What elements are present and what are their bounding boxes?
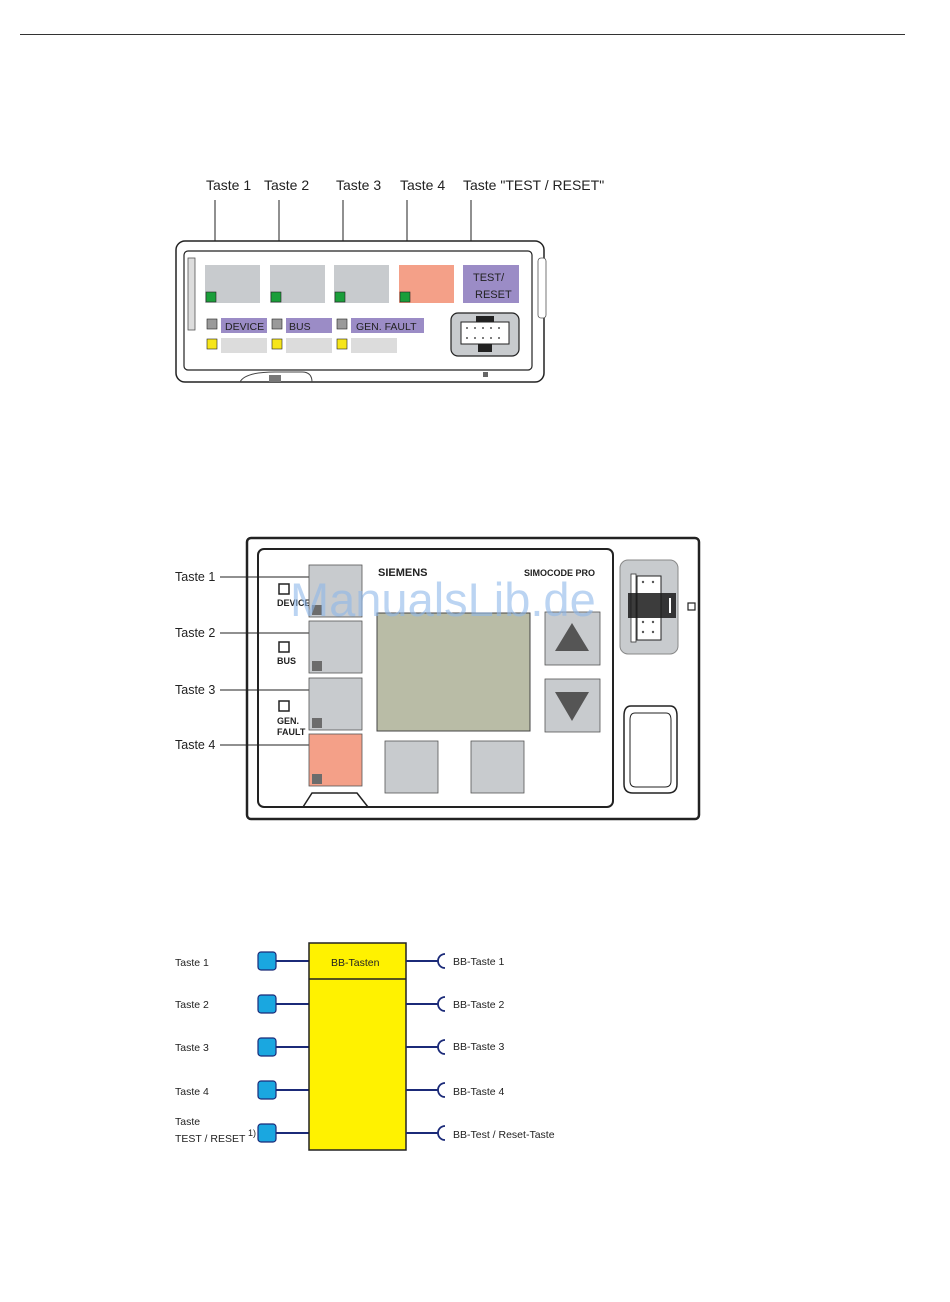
yellow-led-2: [271, 338, 283, 350]
left-rail: [187, 257, 196, 331]
bottom-marker: [483, 372, 488, 377]
input-label-taste-5-line2: TEST / RESET: [175, 1133, 246, 1145]
softkey-left[interactable]: [384, 740, 439, 794]
panel-bottom-tab: [302, 792, 369, 808]
label-cutout-outer: [623, 705, 678, 794]
output-label-3: BB-Taste 3: [453, 1041, 505, 1053]
key-test-reset[interactable]: [463, 265, 519, 303]
gen-fault-label-fig2-line1: GEN.: [277, 716, 299, 726]
product-label: SIMOCODE PRO: [524, 568, 595, 578]
output-label-1: BB-Taste 1: [453, 956, 505, 968]
watermark: ManualsLib.de: [290, 573, 596, 626]
key-2-led: [270, 291, 282, 303]
output-label-5: BB-Test / Reset-Taste: [453, 1129, 555, 1141]
output-socket-2[interactable]: [437, 996, 446, 1012]
fig2-key-1-led: [312, 605, 322, 615]
fig2-callout-taste-3: Taste 3: [175, 683, 215, 697]
arrow-up-icon: [555, 623, 589, 651]
input-connector-4[interactable]: [257, 1080, 277, 1100]
right-clip: [537, 257, 547, 319]
input-connector-3[interactable]: [257, 1037, 277, 1057]
fig2-callout-taste-4: Taste 4: [175, 738, 215, 752]
fig2-callout-taste-1: Taste 1: [175, 570, 215, 584]
arrow-down-icon: [555, 692, 589, 721]
input-connector-5[interactable]: [257, 1123, 277, 1143]
lcd-display: [376, 612, 531, 732]
device-label-box: [221, 318, 267, 333]
figure2-operator-panel: SIEMENS SIMOCODE PRO Taste 1 Taste 2 Tas…: [175, 536, 701, 821]
input-lines: [276, 960, 309, 1134]
bus-led-outline: [278, 641, 290, 653]
bottom-tab: [239, 371, 313, 383]
yellow-label-box-1: [221, 338, 267, 353]
key-1-led: [205, 291, 217, 303]
gen-fault-label-fig2-line2: FAULT: [277, 727, 306, 737]
callout-taste-2: Taste 2: [264, 177, 309, 193]
yellow-led-1: [206, 338, 218, 350]
callout-taste-1: Taste 1: [206, 177, 251, 193]
input-label-taste-4: Taste 4: [175, 1086, 209, 1098]
interface-pins: [641, 580, 655, 634]
test-reset-label-1: TEST/: [473, 272, 505, 284]
callout-taste-test-reset: Taste "TEST / RESET": [463, 177, 604, 193]
bus-led: [271, 318, 283, 330]
footnote-mark: 1): [248, 1128, 256, 1138]
callout-taste-4: Taste 4: [400, 177, 445, 193]
output-socket-5[interactable]: [437, 1125, 446, 1141]
output-label-2: BB-Taste 2: [453, 999, 505, 1011]
figure3-function-block: Taste 1 Taste 2 Taste 3 Taste 4 Taste TE…: [175, 942, 555, 1151]
system-interface-connector[interactable]: [450, 312, 520, 357]
test-reset-label-2: RESET: [475, 289, 512, 301]
fig2-key-4-led: [312, 774, 322, 784]
fig2-callout-taste-2: Taste 2: [175, 626, 215, 640]
device-label: DEVICE: [225, 321, 264, 333]
key-leds: [205, 291, 411, 303]
device-led-outline: [278, 583, 290, 595]
fig2-key-3-led: [312, 718, 322, 728]
gen-fault-label-box: [351, 318, 424, 333]
softkey-right[interactable]: [470, 740, 525, 794]
interface-latch: [628, 593, 676, 618]
bottom-tab-slot: [269, 375, 281, 382]
device-led: [206, 318, 218, 330]
page-top-rule: [20, 34, 905, 35]
yellow-label-box-3: [351, 338, 397, 353]
key-4-led: [399, 291, 411, 303]
output-label-4: BB-Taste 4: [453, 1086, 505, 1098]
gen-fault-label: GEN. FAULT: [356, 321, 417, 333]
output-socket-1[interactable]: [437, 953, 446, 969]
arrow-up-button[interactable]: [544, 611, 601, 666]
input-label-taste-2: Taste 2: [175, 999, 209, 1011]
label-cutout-inner: [629, 712, 672, 788]
input-connector-2[interactable]: [257, 994, 277, 1014]
output-socket-4[interactable]: [437, 1082, 446, 1098]
yellow-label-box-2: [286, 338, 332, 353]
arrow-down-button[interactable]: [544, 678, 601, 733]
gen-fault-led-outline: [278, 700, 290, 712]
bus-label: BUS: [289, 321, 311, 333]
yellow-led-3: [336, 338, 348, 350]
figure1-initialization-module: Taste 1 Taste 2 Taste 3 Taste 4 Taste "T…: [175, 177, 604, 383]
device-label-fig2: DEVICE: [277, 598, 311, 608]
fig2-key-2-led: [312, 661, 322, 671]
output-socket-3[interactable]: [437, 1039, 446, 1055]
input-label-taste-5-line1: Taste: [175, 1116, 200, 1128]
callout-taste-3: Taste 3: [336, 177, 381, 193]
input-connector-1[interactable]: [257, 951, 277, 971]
output-lines: [406, 960, 438, 1134]
function-block: [308, 942, 407, 1151]
bus-label-box: [286, 318, 332, 333]
fig2-callout-lines: [220, 576, 320, 746]
brand-label: SIEMENS: [378, 567, 428, 579]
gen-fault-led: [336, 318, 348, 330]
input-label-taste-3: Taste 3: [175, 1042, 209, 1054]
bus-label-fig2: BUS: [277, 656, 296, 666]
input-label-taste-1: Taste 1: [175, 957, 209, 969]
key-3-led: [334, 291, 346, 303]
function-block-title: BB-Tasten: [331, 957, 380, 969]
interface-screw: [687, 602, 696, 611]
